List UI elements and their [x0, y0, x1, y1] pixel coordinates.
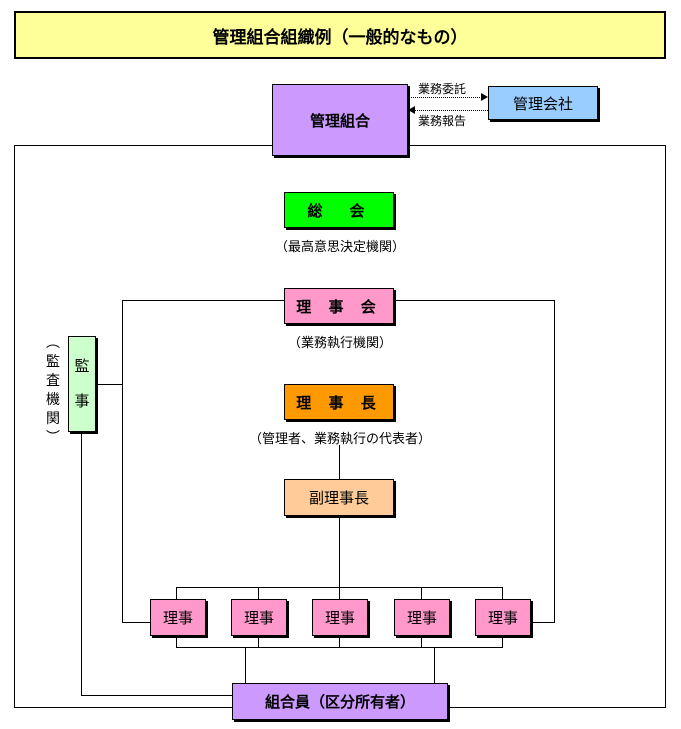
frame-right	[665, 145, 666, 708]
auditor-note-char: ︶	[46, 430, 60, 446]
management-company-label: 管理会社	[512, 94, 573, 113]
chairman-to-vice-line	[339, 445, 340, 479]
directors-to-members-line	[245, 647, 246, 683]
board-to-director5	[530, 622, 555, 623]
director-stub	[502, 636, 503, 648]
board-box: 理 事 会	[284, 288, 394, 324]
arrow-right-icon	[481, 93, 488, 101]
auditor-note-char: 関	[46, 411, 60, 427]
director-stub	[339, 636, 340, 648]
board-label: 理 事 会	[296, 297, 382, 316]
director-box: 理事	[150, 599, 206, 636]
auditor-note: ︵ 監 査 機 関 ︶	[44, 334, 62, 448]
arrow-left-icon	[408, 106, 415, 114]
report-arrow-line	[415, 110, 488, 111]
diagram-title-text: 管理組合組織例（一般的なもの）	[212, 27, 468, 48]
management-association-label: 管理組合	[309, 111, 370, 130]
auditor-char: 監	[74, 357, 90, 375]
director-label: 理事	[243, 609, 274, 627]
vice-to-directors-line	[339, 516, 340, 599]
auditor-note-char: 機	[46, 392, 60, 408]
auditor-to-board-line	[96, 384, 123, 385]
auditor-note-char: 監	[46, 354, 60, 370]
frame-left	[14, 145, 15, 708]
management-association-box: 管理組合	[272, 84, 408, 156]
report-label: 業務報告	[418, 114, 467, 128]
director-label: 理事	[324, 609, 355, 627]
chairman-note: （管理者、業務執行の代表者）	[248, 432, 431, 447]
chairman-box: 理 事 長	[284, 384, 394, 420]
director-stub	[176, 636, 177, 648]
director-stub	[176, 587, 177, 599]
frame-bottom-right	[448, 707, 666, 708]
auditor-note-char: 査	[46, 373, 60, 389]
director-box: 理事	[312, 599, 368, 636]
frame-top-left	[14, 145, 272, 146]
auditor-box: 監 事	[68, 336, 96, 432]
board-line-right	[394, 300, 554, 301]
auditor-note-char: ︵	[46, 335, 60, 351]
auditor-to-members-line	[81, 695, 232, 696]
director-box: 理事	[231, 599, 287, 636]
outsourcing-arrow-line	[408, 97, 482, 98]
frame-top-right	[408, 145, 666, 146]
director-label: 理事	[406, 609, 437, 627]
vice-chairman-box: 副理事長	[284, 479, 394, 516]
director-stub	[421, 636, 422, 648]
director-stub	[421, 587, 422, 599]
general-assembly-box: 総 会	[284, 192, 394, 228]
auditor-down-line	[81, 432, 82, 695]
general-assembly-label: 総 会	[307, 201, 371, 220]
general-assembly-note: （最高意思決定機関）	[274, 240, 405, 255]
director-label: 理事	[162, 609, 193, 627]
board-to-director1	[122, 622, 150, 623]
frame-bottom-left	[14, 707, 232, 708]
outsourcing-label: 業務委託	[418, 82, 467, 96]
members-label: 組合員（区分所有者）	[264, 693, 415, 711]
director-stub	[258, 587, 259, 599]
director-label: 理事	[487, 609, 518, 627]
directors-to-members-line	[434, 647, 435, 683]
director-box: 理事	[394, 599, 450, 636]
director-box: 理事	[475, 599, 531, 636]
director-stub	[502, 587, 503, 599]
board-note: （業務執行機関）	[287, 336, 392, 351]
director-stub	[258, 636, 259, 648]
vice-chairman-label: 副理事長	[308, 489, 369, 507]
board-vline-right	[554, 300, 555, 623]
members-box: 組合員（区分所有者）	[232, 683, 448, 720]
auditor-char: 事	[74, 392, 90, 410]
board-line-left	[122, 300, 284, 301]
diagram-title: 管理組合組織例（一般的なもの）	[14, 11, 666, 59]
board-vline-left	[122, 300, 123, 623]
management-company-box: 管理会社	[488, 86, 598, 120]
chairman-label: 理 事 長	[296, 393, 382, 412]
directors-top-bus	[176, 587, 503, 588]
